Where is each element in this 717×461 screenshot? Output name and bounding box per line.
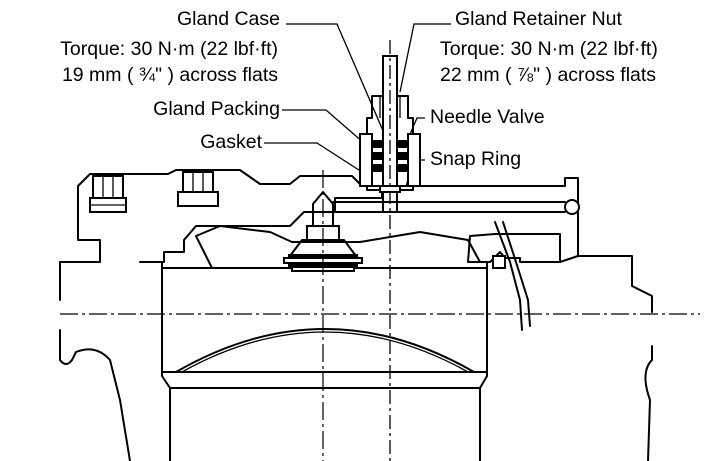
label-gland-case: Gland Case [177,8,280,30]
bolts [89,171,219,213]
label-gland-retainer-nut: Gland Retainer Nut [455,8,622,30]
label-gland-packing: Gland Packing [153,98,280,120]
label-gland-case-torque: Torque: 30 N·m (22 lbf·ft) [60,38,278,60]
label-snap-ring: Snap Ring [430,148,522,170]
bore-arc-inner [181,331,469,373]
leader-gland-retainer-nut [399,23,451,93]
gland-case-body [359,133,373,187]
leader-gland-packing [282,109,373,151]
poppet-assembly [195,191,481,272]
bolt-right [177,171,219,207]
housing-right [399,177,579,263]
poppet-stem [312,191,334,227]
passage [332,199,580,331]
bolt-left [89,175,127,213]
leader-lines [264,23,451,188]
gland-retainer-nut-shape [366,95,414,191]
bore-arc [175,328,475,373]
bore-wall-right [479,261,488,461]
housing [59,169,653,461]
leader-gasket [264,142,363,173]
label-gasket: Gasket [200,131,262,153]
bore-wall-left [161,261,171,461]
bore-lower-rim [161,371,488,389]
label-gland-retainer-torque: Torque: 30 N·m (22 lbf·ft) [440,38,658,60]
housing-left-skirt [59,261,131,461]
gland-assembly [359,40,421,461]
leader-gland-case [286,23,388,141]
label-needle-valve: Needle Valve [430,106,545,128]
center-lines [60,170,700,461]
dome [195,225,481,269]
gland-case-body-right [407,133,421,187]
label-gland-retainer-flats: 22 mm ( ⅞" ) across flats [440,64,657,86]
housing-right-skirt [577,255,653,461]
label-gland-case-flats: 19 mm ( ¾" ) across flats [61,64,278,86]
gland-packing-rings [373,140,407,172]
housing-left [59,169,383,263]
snap-ring-shape [379,185,401,193]
